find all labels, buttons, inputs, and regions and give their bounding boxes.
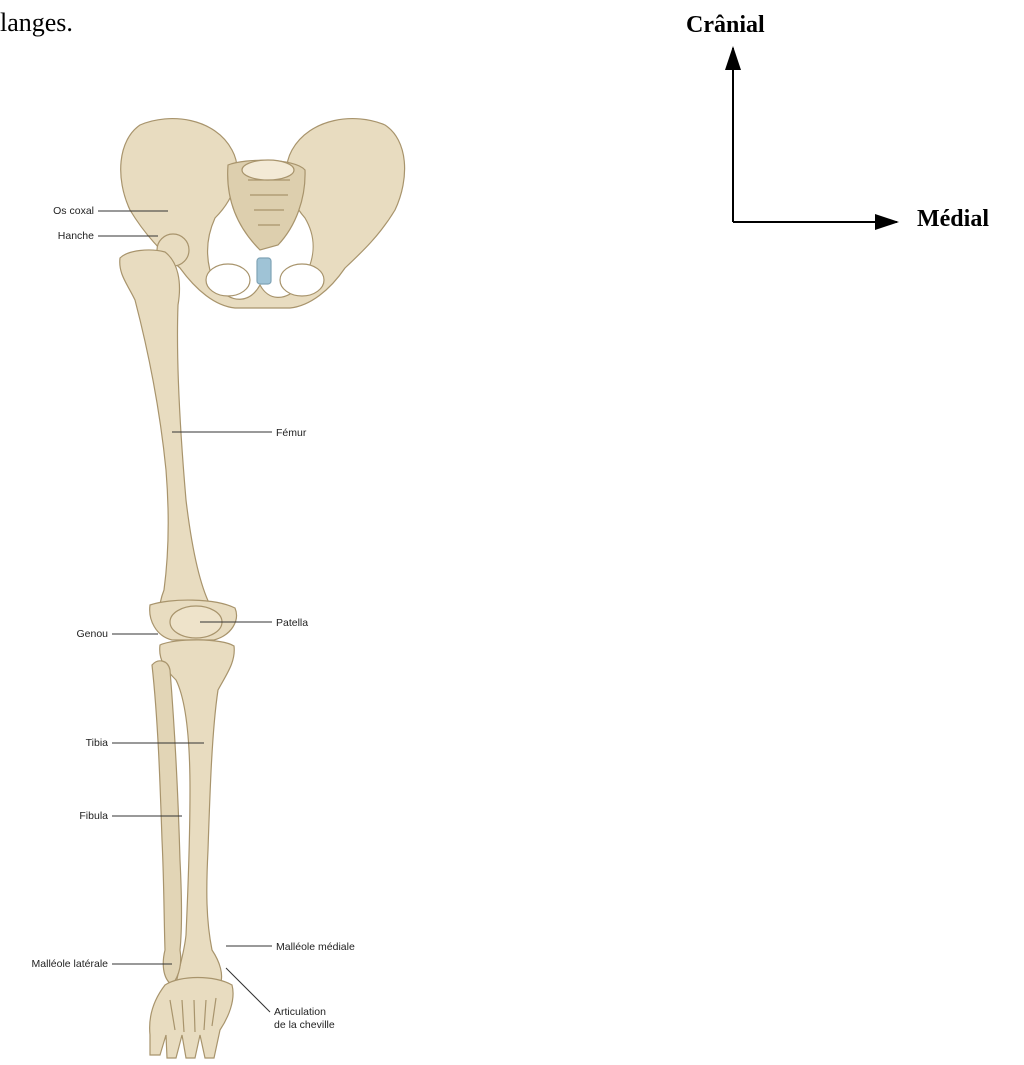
label-articulation-line1: Articulation [274, 1006, 326, 1018]
label-tibia: Tibia [86, 737, 109, 749]
label-hanche: Hanche [58, 230, 94, 242]
label-patella: Patella [276, 617, 308, 629]
label-malleole-laterale: Malléole latérale [32, 958, 109, 970]
fibula-illustration [152, 661, 182, 985]
label-genou: Genou [76, 628, 108, 640]
label-os-coxal: Os coxal [53, 205, 94, 217]
label-femur: Fémur [276, 427, 307, 439]
label-malleole-mediale: Malléole médiale [276, 941, 355, 953]
orientation-axes [733, 48, 897, 222]
label-articulation-line2: de la cheville [274, 1019, 335, 1031]
foot-illustration [150, 978, 233, 1059]
lower-limb-skeleton [120, 119, 405, 1058]
label-fibula: Fibula [79, 810, 108, 822]
